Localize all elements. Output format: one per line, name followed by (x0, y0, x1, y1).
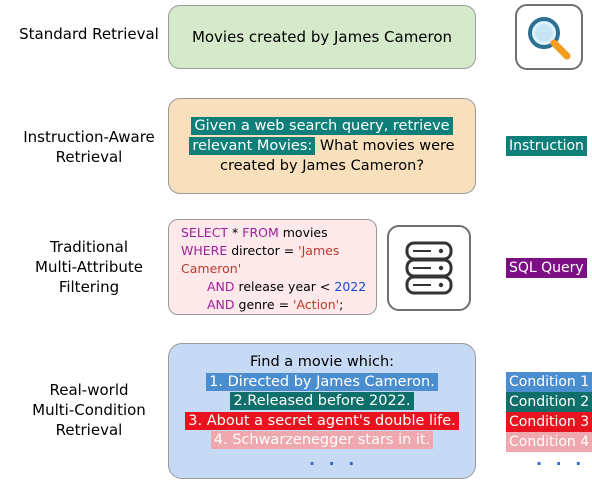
magnifier-icon (528, 17, 571, 60)
sql-text: genre = (234, 297, 294, 312)
standard-query-box: Movies created by James Cameron (168, 5, 476, 69)
row-label-realworld-retrieval: Real-world Multi-Condition Retrieval (4, 380, 174, 440)
label-line: Instruction-Aware (23, 128, 155, 146)
condition-2-text: 2.Released before 2022. (230, 392, 414, 410)
condition-1-text: 1. Directed by James Cameron. (206, 372, 438, 391)
condition-3-tag: Condition 3 (506, 412, 592, 432)
condition-4-text: 4. Schwarzenegger stars in it. (210, 431, 434, 449)
standard-query-text: Movies created by James Cameron (191, 28, 453, 46)
row-label-standard-retrieval: Standard Retrieval (19, 25, 159, 43)
label-line: Multi-Attribute (35, 258, 143, 276)
sql-line-4: AND release year < 2022 (181, 278, 376, 296)
sql-line-3: Cameron' (181, 260, 376, 278)
instruction-plain-line2: What movies were (315, 138, 455, 154)
condition-3-text: 3. About a secret agent's double life. (185, 411, 459, 430)
realworld-query-text: Find a movie which: 1. Directed by James… (169, 344, 475, 451)
realworld-intro: Find a movie which: (249, 354, 395, 370)
tag-ellipsis: . . . (536, 450, 586, 469)
sql-string: Cameron' (181, 261, 242, 276)
condition-4-tag: Condition 4 (506, 432, 592, 452)
database-icon (405, 241, 453, 295)
sql-query-tag: SQL Query (506, 258, 587, 278)
sql-text: ; (339, 297, 344, 312)
label-line: Traditional (49, 238, 129, 256)
instruction-query-box: Given a web search query, retrieve relev… (168, 98, 476, 194)
sql-keyword: WHERE (181, 243, 228, 258)
instruction-highlight-line1: Given a web search query, retrieve (191, 117, 453, 135)
sql-number: 2022 (334, 279, 367, 294)
sql-string: 'James (298, 243, 340, 258)
row-label-instruction-aware: Instruction-Aware Retrieval (4, 127, 174, 167)
label-line: Filtering (58, 278, 120, 296)
instruction-tag: Instruction (506, 136, 587, 156)
label-line: Retrieval (55, 148, 123, 166)
instruction-query-text: Given a web search query, retrieve relev… (169, 99, 475, 176)
label-line: Multi-Condition (32, 401, 146, 419)
row-label-traditional-filtering: Traditional Multi-Attribute Filtering (4, 237, 174, 297)
realworld-ellipsis: . . . (309, 450, 359, 469)
magnifier-icon-frame (515, 4, 583, 70)
sql-text: movies (278, 225, 328, 240)
sql-line-5: AND genre = 'Action'; (181, 296, 376, 314)
sql-keyword: AND (207, 279, 235, 294)
sql-text: * (228, 225, 243, 240)
instruction-highlight-line2: relevant Movies: (189, 137, 316, 155)
condition-1-tag: Condition 1 (506, 372, 592, 392)
sql-keyword: FROM (242, 225, 279, 240)
label-line: Retrieval (55, 421, 123, 439)
sql-text: director = (227, 243, 299, 258)
sql-string: 'Action' (293, 297, 340, 312)
sql-line-2: WHERE director = 'James (181, 242, 376, 260)
label-line: Real-world (49, 381, 129, 399)
sql-keyword: AND (207, 297, 235, 312)
sql-text: release year < (234, 279, 335, 294)
realworld-query-box: Find a movie which: 1. Directed by James… (168, 343, 476, 479)
sql-keyword: SELECT (181, 225, 229, 240)
instruction-plain-line3: created by James Cameron? (219, 158, 425, 174)
sql-line-1: SELECT * FROM movies (181, 224, 376, 242)
condition-2-tag: Condition 2 (506, 392, 592, 412)
sql-query-box: SELECT * FROM movies WHERE director = 'J… (168, 219, 377, 315)
database-icon-frame (387, 225, 471, 311)
